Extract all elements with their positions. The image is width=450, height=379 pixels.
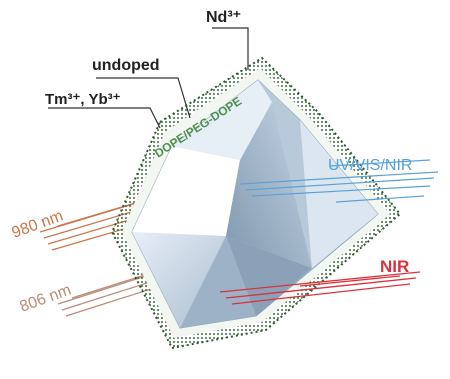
- label-undoped: undoped: [92, 57, 160, 74]
- label-uv-vis-nir: UV/VIS/NIR: [328, 157, 412, 174]
- label-tm-yb: Tm³⁺, Yb³⁺: [45, 91, 121, 108]
- label-nd: Nd³⁺: [206, 9, 241, 26]
- label-806nm: 806 nm: [18, 282, 74, 316]
- label-980nm: 980 nm: [10, 208, 66, 242]
- label-nir: NIR: [380, 257, 409, 276]
